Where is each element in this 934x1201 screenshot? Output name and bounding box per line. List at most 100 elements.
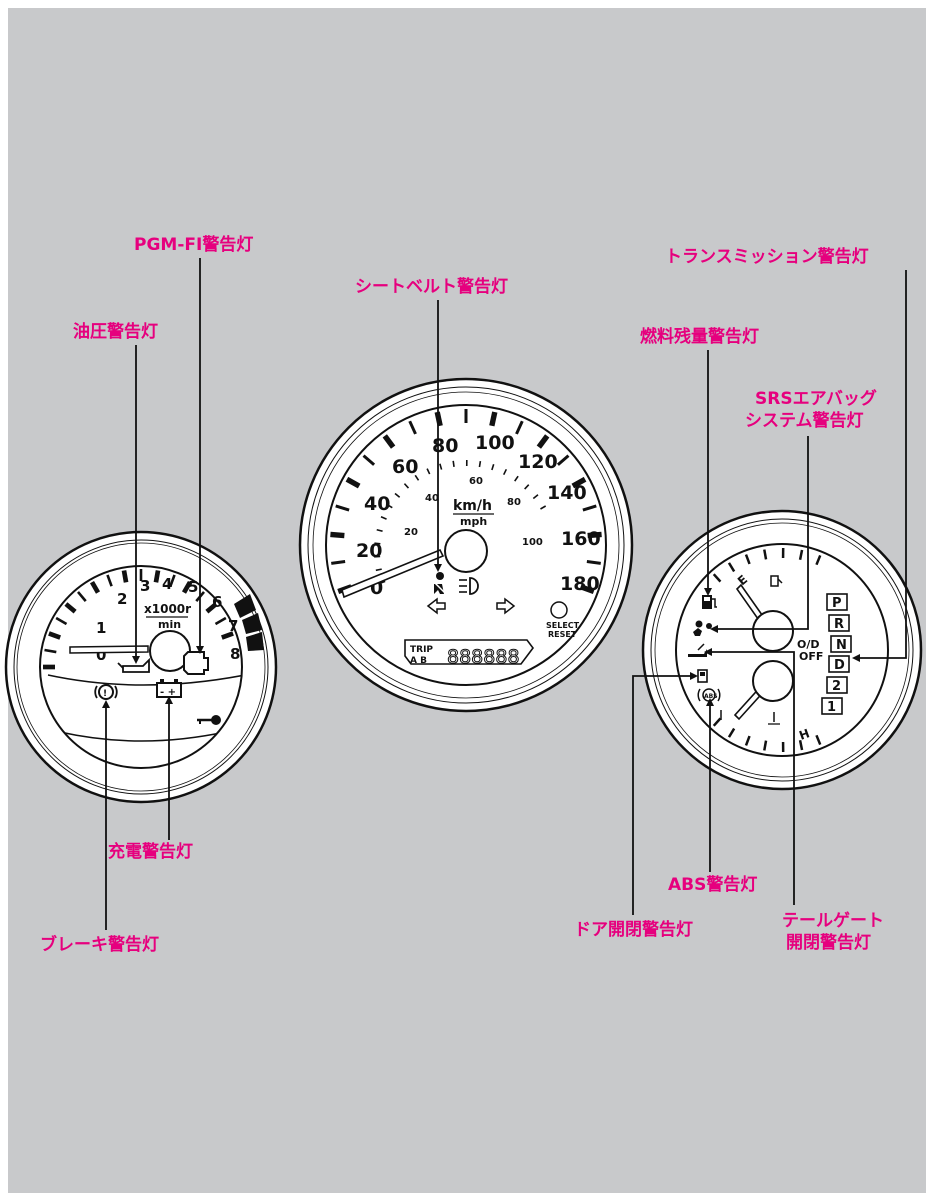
select-reset-label-bottom: RESET [548, 630, 577, 639]
odometer-digits: 888888 [447, 646, 520, 668]
tachometer-needle [69, 645, 149, 654]
tach-unit-top: x1000r [144, 602, 191, 616]
kmh-tick [345, 476, 361, 489]
tach-number-1: 1 [96, 619, 106, 637]
kmh-tick [587, 531, 602, 539]
tach-tick [121, 570, 129, 583]
gear-d: D [834, 658, 845, 673]
tach-tick [48, 631, 61, 640]
mph-tick [379, 580, 386, 585]
tachometer-redline [234, 594, 264, 651]
tach-tick [214, 616, 227, 626]
temp-tick [798, 739, 804, 751]
tach-number-6: 6 [212, 593, 222, 611]
temp-tick [763, 740, 768, 751]
select-reset-label-top: SELECT [546, 621, 580, 630]
kmh-number-180: 180 [560, 573, 600, 595]
fuel-tick [712, 573, 722, 583]
select-reset-knob[interactable] [550, 601, 568, 619]
temp-hot-marker: H [797, 726, 811, 743]
temp-tick [727, 727, 736, 738]
kmh-tick [408, 420, 417, 435]
left-turn-icon [426, 597, 446, 615]
odometer-label-ab: A B [410, 656, 427, 666]
kmh-number-40: 40 [364, 493, 390, 515]
fuel-tick [763, 549, 768, 560]
speed-unit-kmh: km/h [453, 498, 492, 514]
mph-number-20: 20 [404, 527, 418, 538]
transmission-warning-label: トランスミッション警告灯 [665, 246, 869, 267]
seatbelt-warning-label: シートベルト警告灯 [355, 276, 508, 297]
svg-text:!: ! [103, 689, 107, 699]
kmh-tick [335, 504, 350, 512]
gear-1: 1 [827, 700, 836, 715]
kmh-tick [331, 560, 346, 565]
gear-r: R [834, 617, 844, 632]
speedometer-hub [444, 529, 488, 573]
mph-tick [394, 492, 401, 498]
tach-unit-bottom: min [158, 618, 181, 631]
fuel-tick [744, 554, 751, 565]
kmh-number-100: 100 [475, 432, 515, 454]
mph-tick [514, 475, 519, 482]
gear-2: 2 [832, 679, 841, 694]
kmh-tick [556, 454, 570, 466]
mph-tick [452, 460, 455, 467]
mph-tick [540, 505, 547, 510]
speedometer-needle [341, 548, 445, 599]
temp-tick [712, 717, 722, 727]
fuel-tick [798, 549, 804, 561]
kmh-number-160: 160 [561, 528, 601, 550]
fuel-tick [727, 562, 736, 573]
door-warning-label: ドア開閉警告灯 [574, 919, 693, 940]
svg-text:ABS: ABS [704, 693, 718, 700]
fuel-tick [815, 554, 822, 566]
svg-text:- +: - + [160, 687, 176, 698]
tach-number-5: 5 [188, 578, 198, 596]
mph-tick [374, 542, 381, 545]
mph-tick [478, 461, 482, 468]
gear-n: N [836, 638, 847, 653]
tach-tick [55, 616, 68, 626]
mph-tick [380, 516, 387, 520]
brake-warning-label: ブレーキ警告灯 [40, 934, 159, 955]
tach-tick [77, 591, 87, 602]
high-beam-icon [459, 577, 479, 595]
tach-tick [169, 574, 176, 587]
gear-p: P [832, 596, 842, 611]
kmh-number-20: 20 [356, 540, 382, 562]
mph-tick [491, 464, 495, 471]
tailgate-warning-label-bottom: 開閉警告灯 [786, 932, 871, 953]
battery-icon: - + [156, 679, 182, 698]
mph-tick [375, 568, 382, 572]
tach-tick [106, 574, 113, 587]
brake-icon: ! [94, 684, 118, 700]
mph-tick [403, 483, 410, 489]
odometer-display [404, 639, 534, 665]
mph-number-40: 40 [425, 493, 439, 504]
tach-tick [205, 602, 218, 614]
mph-tick [524, 484, 530, 490]
leader-lines [102, 258, 907, 930]
charging-warning-label: 充電警告灯 [108, 841, 193, 862]
tach-tick [181, 580, 193, 594]
speed-unit-mph: mph [460, 515, 487, 528]
immobilizer-key-icon [197, 715, 221, 725]
callout-labels: PGM-FI警告灯 油圧警告灯 シートベルト警告灯 トランスミッション警告灯 燃… [40, 234, 884, 955]
tach-tick [44, 648, 57, 654]
tach-tick [89, 580, 101, 594]
check-engine-icon [183, 651, 209, 675]
seatbelt-icon [433, 572, 447, 595]
mph-number-100: 100 [522, 537, 543, 548]
tailgate-icon [688, 643, 707, 657]
mph-tick [502, 468, 508, 476]
fuel-warning-label: 燃料残量警告灯 [640, 326, 759, 347]
fuel-gauge-icon [770, 575, 783, 587]
gear-indicator: P R N D 2 1 [821, 593, 852, 715]
temp-tick [815, 734, 822, 746]
tach-tick [221, 631, 234, 640]
kmh-tick [579, 584, 595, 595]
kmh-number-80: 80 [432, 435, 458, 457]
airbag-icon [693, 620, 712, 636]
